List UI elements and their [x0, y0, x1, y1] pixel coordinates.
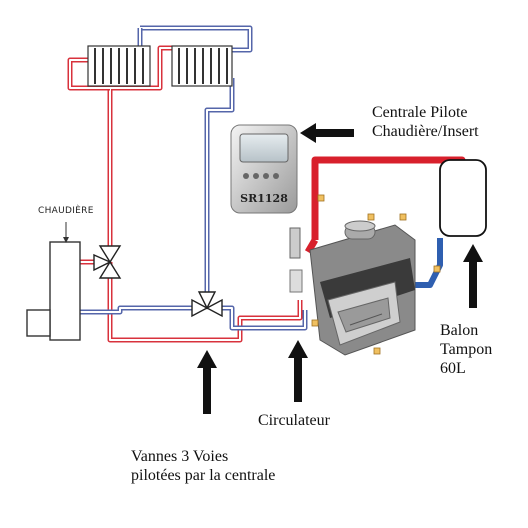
controller-icon: SR1128 — [230, 124, 298, 214]
arrow-pump — [288, 340, 308, 402]
controller-model: SR1128 — [240, 192, 288, 205]
radiator-right — [171, 45, 233, 87]
pointer-arrows — [197, 123, 483, 414]
controller-label-line1: Centrale Pilote — [372, 104, 468, 121]
tank-label-line1: Balon — [440, 322, 479, 339]
pump-label: Circulateur — [258, 412, 330, 429]
fireplace-insert-icon — [289, 194, 441, 356]
arrow-controller — [300, 123, 354, 143]
valve-right-icon — [191, 291, 223, 318]
arrow-tank — [463, 244, 483, 308]
valves-label-line2: pilotées par la centrale — [131, 466, 276, 484]
controller-label: Centrale Pilote Chaudière/Insert — [372, 104, 479, 142]
buffer-tank-icon — [439, 159, 487, 237]
valves-label-line1: Vannes 3 Voies — [131, 448, 229, 465]
cold-pipes — [80, 25, 308, 331]
boiler — [26, 222, 81, 341]
radiator-left — [87, 45, 151, 87]
valves-label: Vannes 3 Voies pilotées par la centrale — [131, 448, 275, 486]
valve-left-icon — [93, 245, 122, 279]
tank-label-line2: Tampon — [440, 340, 493, 358]
tank-label: Balon Tampon 60L — [440, 322, 492, 379]
controller-label-line2: Chaudière/Insert — [372, 122, 479, 140]
arrow-valve — [197, 350, 217, 414]
tank-label-line3: 60L — [440, 359, 466, 377]
boiler-label: CHAUDIÈRE — [38, 206, 94, 216]
